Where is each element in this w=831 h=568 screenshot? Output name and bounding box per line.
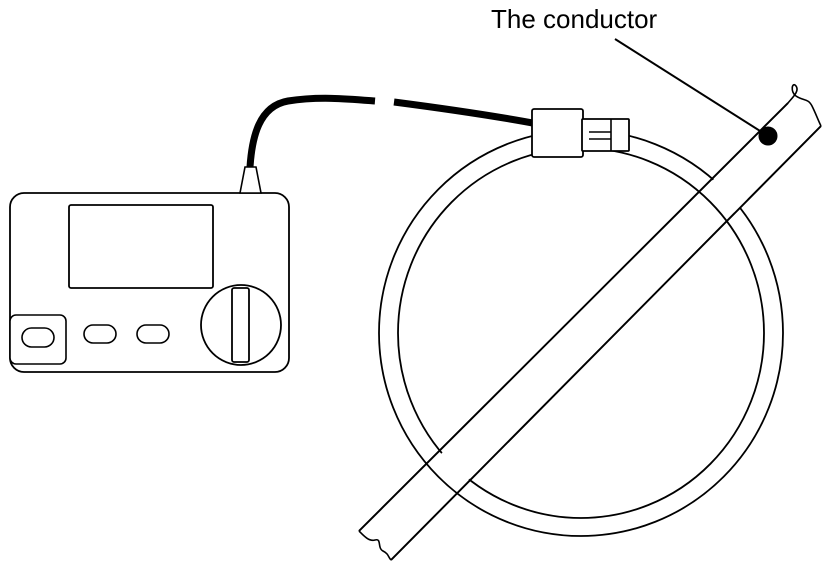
connector-plug [581,118,630,152]
conductor-callout [614,38,778,146]
cable-strain-relief [239,166,262,194]
connector-body [531,108,584,158]
conductor-edge-right-overlay [390,125,822,561]
conductor-callout-dot [758,126,778,146]
conductor-break-top [787,84,822,127]
conductor-leader-line [614,38,769,137]
conductor-break-bottom [358,530,392,561]
cable-segment-1 [246,94,376,168]
coil-connector [531,108,630,158]
meter-display [68,204,214,289]
conductor-bar [358,84,822,561]
meter-dial-pointer [231,287,250,363]
cable-segment-2 [393,98,539,128]
conductor-edge-left-overlay [358,102,789,532]
meter-button-middle [83,324,117,344]
meter-body [9,192,290,373]
conductor-label: The conductor [491,4,658,34]
meter-button-right [136,324,170,344]
coil-overlap-mask [438,174,748,484]
coil-cable [246,94,539,168]
meter-button-left [21,327,55,348]
